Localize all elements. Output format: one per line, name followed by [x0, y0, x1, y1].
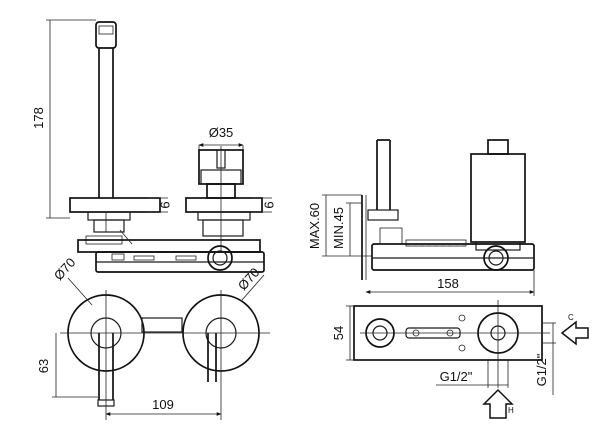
plan-view-side: 54 G1/2" G1/2" C H: [331, 300, 589, 419]
plan-view-front: Ø70 Ø70 63 109: [36, 255, 270, 420]
dim-d35: Ø35: [209, 125, 234, 140]
label-c: C: [568, 313, 574, 322]
side-view: MAX.60 MIN.45 158: [307, 139, 535, 296]
dim-max60: MAX.60: [307, 203, 322, 249]
dim-63: 63: [36, 359, 51, 373]
dim-109: 109: [152, 397, 174, 412]
dim-9-right: 9: [262, 201, 277, 208]
dim-d70-left: Ø70: [51, 255, 79, 283]
front-view-spout: 178 9: [31, 19, 173, 233]
dim-min45: MIN.45: [331, 207, 346, 249]
dim-g12-right: G1/2": [534, 353, 549, 386]
dim-178: 178: [31, 107, 46, 129]
front-view-mixer: Ø35 9: [185, 125, 277, 252]
dim-158: 158: [437, 276, 459, 291]
dim-g12-bottom: G1/2": [440, 369, 473, 384]
dim-9-left: 9: [158, 201, 173, 208]
front-view-concealed-body: [77, 229, 265, 273]
label-h: H: [508, 406, 514, 415]
dim-d70-right: Ø70: [235, 265, 263, 293]
dim-54: 54: [331, 326, 346, 340]
